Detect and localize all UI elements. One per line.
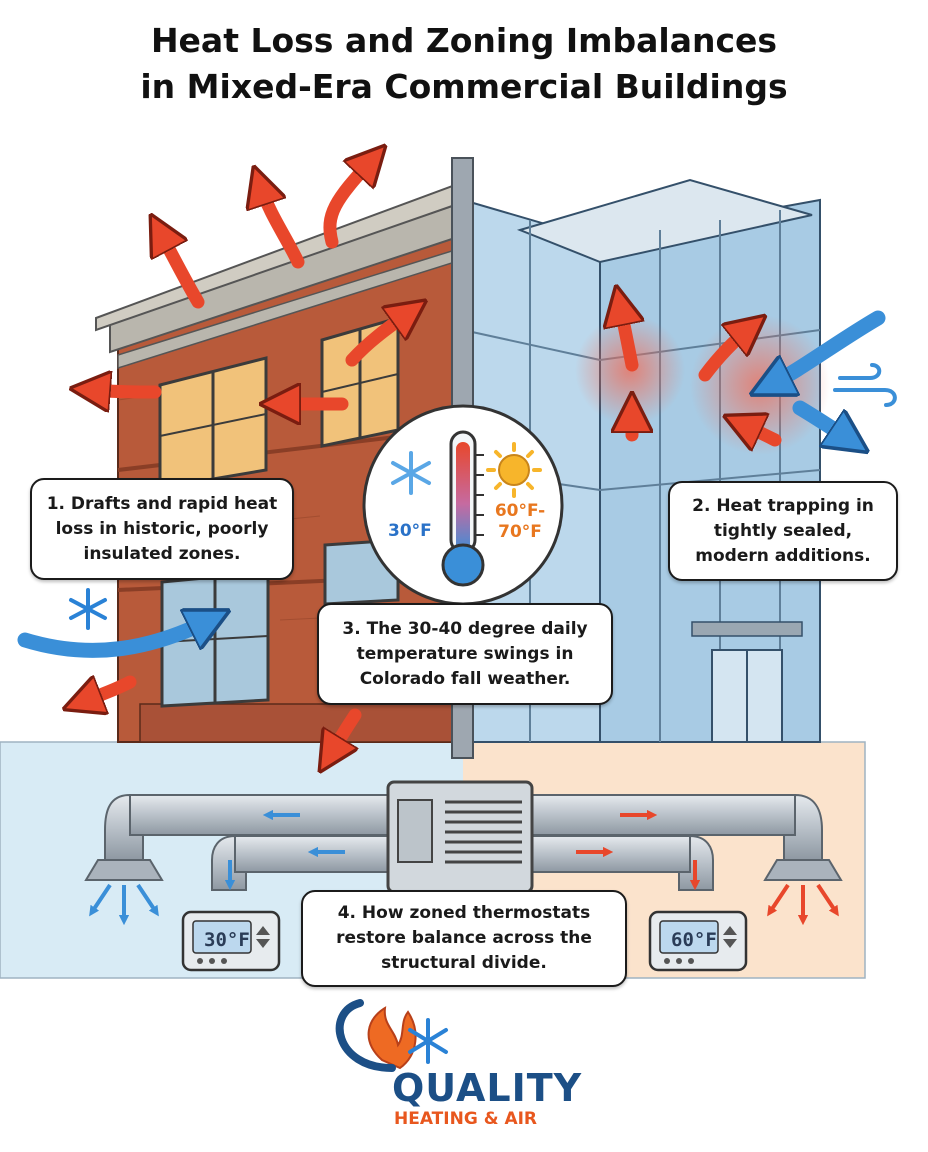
callout-3-line-2: temperature swings in [356, 643, 574, 664]
callout-drafts: 1. Drafts and rapid heat loss in histori… [30, 478, 294, 580]
callout-3-line-3: Colorado fall weather. [359, 668, 571, 689]
title-line-2: in Mixed-Era Commercial Buildings [140, 67, 788, 106]
sun-icon [486, 442, 542, 498]
callout-temperature-swings: 3. The 30-40 degree daily temperature sw… [317, 603, 613, 705]
cold-flow-arrows [89, 809, 345, 926]
snowflake-icon [408, 1018, 448, 1064]
flame-icon [367, 1006, 417, 1070]
logo-line-2: HEATING & AIR [394, 1109, 538, 1129]
page-title: Heat Loss and Zoning Imbalances in Mixed… [0, 18, 928, 110]
callout-heat-trapping: 2. Heat trapping in tightly sealed, mode… [668, 481, 898, 581]
thermostat-left [181, 910, 281, 972]
callout-zoned-thermostats: 4. How zoned thermostats restore balance… [301, 890, 627, 987]
logo-wordmark: QUALITY HEATING & AIR [392, 1068, 582, 1130]
cold-temperature-label: 30°F [388, 521, 432, 541]
thermostat-right [648, 910, 748, 972]
warm-temp-line-1: 60°F- [494, 501, 546, 521]
title-line-1: Heat Loss and Zoning Imbalances [150, 21, 778, 60]
ductwork [84, 793, 843, 891]
thermostat-right-reading: 60°F [671, 929, 717, 951]
company-logo [335, 999, 448, 1072]
callout-4-line-2: restore balance across the [336, 928, 592, 948]
callout-4-line-3: structural divide. [381, 953, 547, 973]
callout-2-line-1: 2. Heat trapping in [692, 495, 874, 516]
callout-2-line-3: modern additions. [695, 545, 871, 566]
callout-2-line-2: tightly sealed, [713, 520, 853, 541]
callout-1-line-1: 1. Drafts and rapid heat [46, 493, 278, 514]
thermostat-left-reading: 30°F [204, 929, 250, 951]
logo-line-1: QUALITY [392, 1066, 583, 1110]
callout-1-line-3: insulated zones. [83, 543, 241, 564]
hvac-unit [386, 780, 534, 894]
wind-icon [833, 363, 897, 407]
warm-temperature-label: 60°F- 70°F [490, 501, 550, 543]
warm-temp-line-2: 70°F [498, 522, 542, 542]
warm-flow-arrows [576, 809, 839, 926]
cold-air-arrows [17, 310, 886, 658]
snowflake-icon [391, 451, 431, 495]
callout-3-line-1: 3. The 30-40 degree daily [342, 618, 588, 639]
snowflake-icon [69, 588, 107, 630]
heat-loss-arrows [82, 160, 782, 755]
callout-1-line-2: loss in historic, poorly [55, 518, 269, 539]
callout-4-line-1: 4. How zoned thermostats [337, 903, 591, 923]
